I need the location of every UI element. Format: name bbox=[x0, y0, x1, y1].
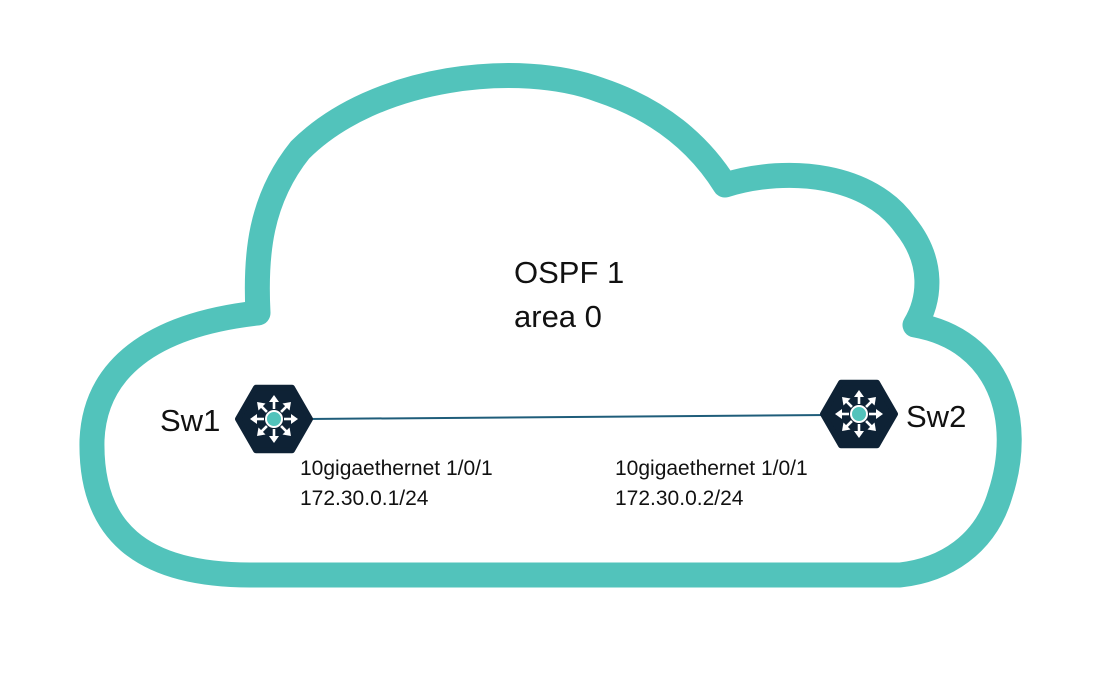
sw2-ip-address: 172.30.0.2/24 bbox=[615, 487, 744, 510]
sw2-name: Sw2 bbox=[906, 399, 967, 434]
sw1-multilayer-switch-icon[interactable] bbox=[235, 384, 313, 454]
sw1-interface: 10gigaethernet 1/0/1 bbox=[300, 457, 493, 480]
sw2-multilayer-switch-icon[interactable] bbox=[820, 379, 898, 449]
ospf-process-title: OSPF 1 bbox=[514, 255, 625, 290]
sw2-interface: 10gigaethernet 1/0/1 bbox=[615, 457, 808, 480]
ospf-area-label: area 0 bbox=[514, 299, 602, 334]
link-line bbox=[307, 414, 829, 420]
sw1-ip-address: 172.30.0.1/24 bbox=[300, 487, 429, 510]
ospf-area-cloud bbox=[79, 63, 1022, 588]
sw1-name: Sw1 bbox=[160, 403, 221, 438]
